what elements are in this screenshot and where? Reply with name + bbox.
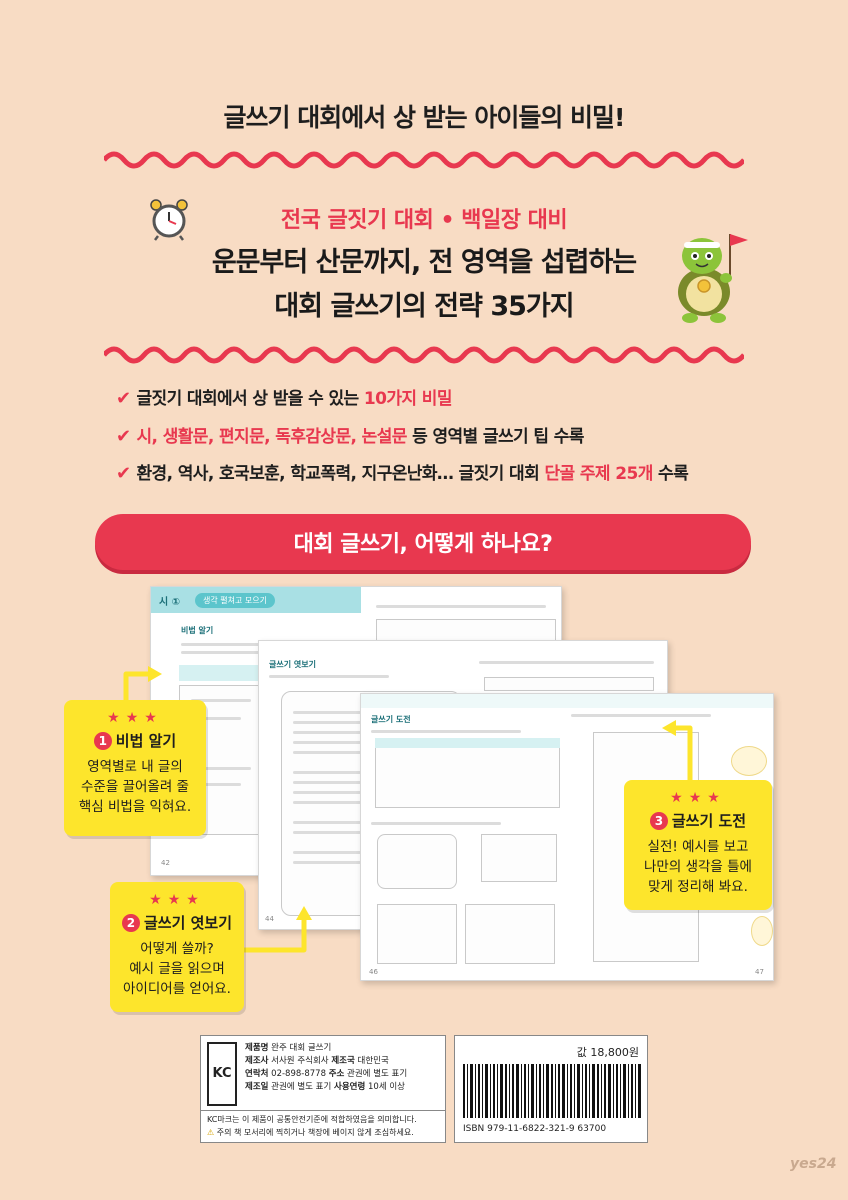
product-details: 제품명 완주 대회 글쓰기 제조사 서사원 주식회사 제조국 대한민국 연락처 …	[245, 1043, 408, 1092]
top-title: 글쓰기 대회에서 상 받는 아이들의 비밀!	[223, 103, 626, 132]
step-number: 2	[121, 914, 140, 932]
step-title: 글쓰기 도전	[671, 812, 747, 830]
product-info-box: KC 제품명 완주 대회 글쓰기 제조사 서사원 주식회사 제조국 대한민국 연…	[200, 1035, 446, 1143]
stars-icon: ★★★	[149, 892, 205, 908]
top-wave-divider	[104, 151, 744, 169]
barcode-box: 값 18,800원 ISBN 979-11-6822-321-9 63700	[454, 1035, 648, 1143]
price: 값 18,800원	[576, 1046, 639, 1059]
checkmark-icon: ✔	[116, 426, 131, 447]
stars-icon: ★★★	[670, 790, 726, 806]
bottom-wave-divider	[104, 346, 744, 364]
step-title: 글쓰기 엿보기	[143, 914, 233, 932]
page-number: 44	[265, 915, 274, 923]
checklist-item: ✔글짓기 대회에서 상 받을 수 있는 10가지 비밀	[116, 388, 452, 409]
step-title: 비법 알기	[115, 732, 177, 750]
page-tab: 시 ①	[159, 597, 181, 608]
step-number: 3	[649, 812, 668, 830]
checklist-item: ✔시, 생활문, 편지문, 독후감상문, 논설문 등 영역별 글쓰기 팁 수록	[116, 426, 584, 447]
checkmark-icon: ✔	[116, 463, 131, 484]
section-title: 대회 글쓰기, 어떻게 하나요?	[293, 532, 553, 557]
alarm-clock-icon	[150, 199, 188, 241]
step-description: 실전! 예시를 보고 나만의 생각을 틀에 맞게 정리해 봐요.	[644, 839, 752, 895]
warning-icon: ⚠	[207, 1128, 215, 1137]
warning-line: ⚠ 주의 책 모서리에 찍히거나 책장에 베이지 않게 조심하세요.	[207, 1128, 414, 1137]
turtle-mascot-icon	[678, 234, 748, 323]
step-number: 1	[93, 732, 112, 750]
step-description: 어떻게 쓸까? 예시 글을 읽으며 아이디어를 얻어요.	[123, 941, 231, 997]
headline-line-2: 대회 글쓰기의 전략 35가지	[274, 291, 574, 322]
step-description: 영역별로 내 글의 수준을 끌어올려 줄 핵심 비법을 익혀요.	[78, 759, 192, 815]
isbn: ISBN 979-11-6822-321-9 63700	[463, 1124, 607, 1134]
checklist-item: ✔환경, 역사, 호국보훈, 학교폭력, 지구온난화… 글짓기 대회 단골 주제…	[116, 463, 689, 484]
page-number-left: 46	[369, 968, 378, 976]
barcode-icon	[463, 1064, 641, 1118]
checkmark-icon: ✔	[116, 388, 131, 409]
page-header: 생각 펼쳐고 모으기	[195, 593, 275, 608]
page-badge: 글쓰기 도전	[371, 715, 411, 724]
kc-mark-icon: KC	[207, 1042, 237, 1106]
section-banner	[95, 514, 751, 570]
watermark: yes24	[790, 1156, 837, 1172]
page-number-right: 47	[755, 968, 764, 976]
subtitle: 전국 글짓기 대회 • 백일장 대비	[280, 208, 568, 233]
page-badge: 글쓰기 엿보기	[269, 660, 316, 669]
page-number: 42	[161, 859, 170, 867]
page-badge: 비법 알기	[181, 626, 214, 635]
headline-line-1: 운문부터 산문까지, 전 영역을 섭렵하는	[211, 247, 637, 278]
kc-note: KC마크는 이 제품이 공통안전기준에 적합하였음을 의미합니다.	[207, 1115, 417, 1124]
stars-icon: ★★★	[107, 710, 163, 726]
